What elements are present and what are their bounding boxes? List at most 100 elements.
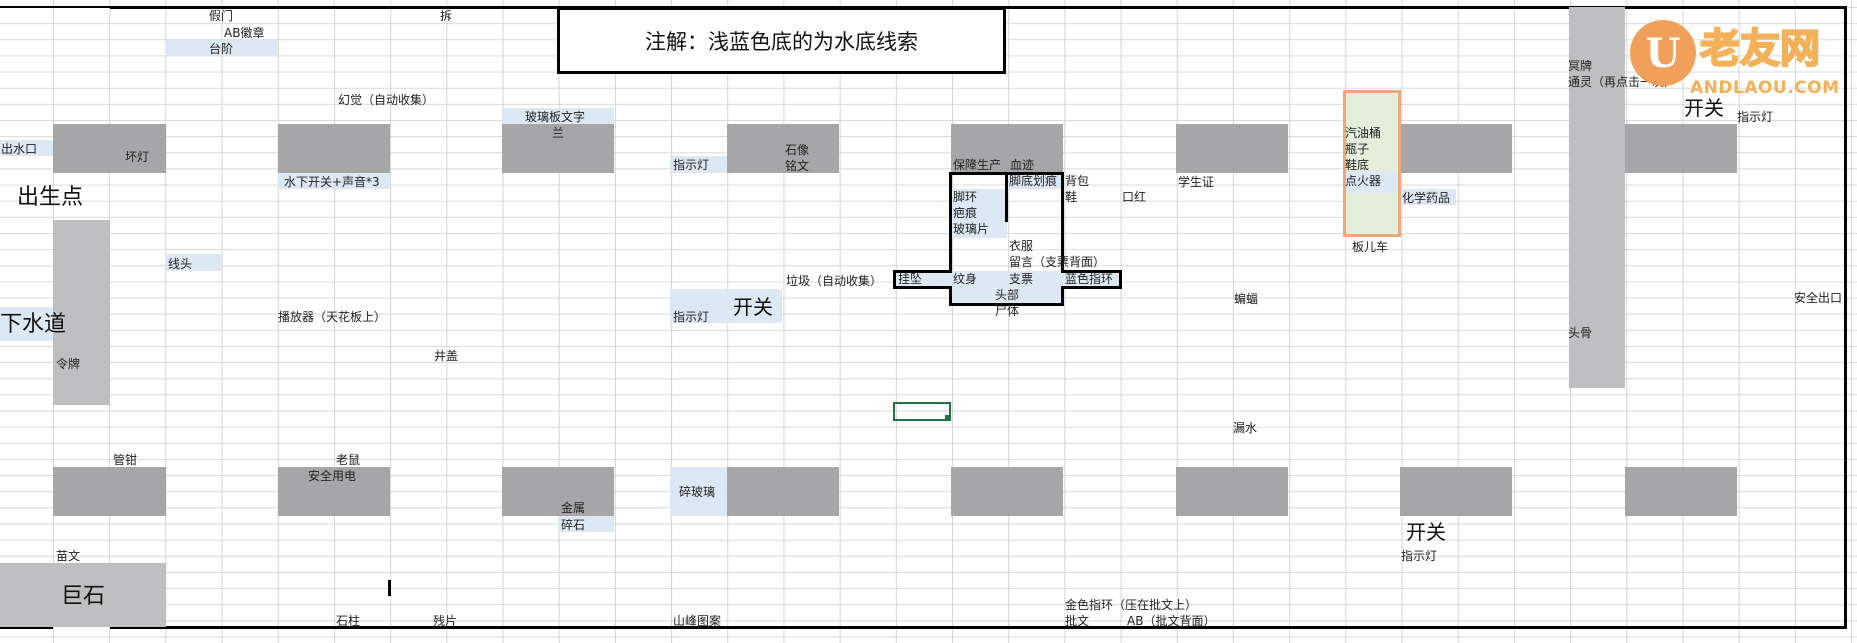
label-bottle: 瓶子	[1345, 142, 1370, 156]
wall-block	[278, 124, 390, 173]
label-tattoo: 纹身	[953, 272, 978, 286]
label-fake-door: 假门	[209, 9, 234, 23]
outline-segment	[893, 270, 952, 273]
label-approval-doc: 批文	[1065, 614, 1090, 628]
label-manhole-cover-1: 井盖	[434, 349, 459, 363]
outline-segment	[1005, 172, 1008, 222]
outline-segment	[949, 172, 952, 272]
label-corpse: 尸体	[995, 304, 1020, 318]
label-cart: 板儿车	[1352, 240, 1389, 254]
fill-handle[interactable]	[945, 415, 950, 420]
outline-segment	[893, 286, 952, 289]
label-sole-scratch: 脚底划痕	[1009, 174, 1058, 188]
label-shoe-sole: 鞋底	[1345, 158, 1370, 172]
label-blue-ring: 蓝色指环	[1065, 272, 1114, 286]
label-gas-can: 汽油桶	[1345, 126, 1382, 140]
label-water-outlet: 出水口	[1, 142, 38, 156]
label-bat: 蝙蝠	[1234, 292, 1259, 306]
note-text: 注解：浅蓝色底的为水底线索	[645, 29, 918, 54]
label-indicator-4: 指示灯	[1737, 110, 1774, 124]
wall-block	[727, 467, 839, 516]
label-fragment: 残片	[433, 614, 458, 628]
label-broken-glass: 碎玻璃	[679, 485, 716, 499]
outline-segment	[1061, 172, 1064, 272]
watermark-logo: U 老友网 ANDLAOU.COM	[1630, 20, 1840, 105]
label-metal: 金属	[561, 501, 586, 515]
blue-cell	[670, 156, 727, 173]
wall-block	[951, 124, 1063, 173]
outline-segment	[949, 303, 1064, 306]
label-underwater-switch: 水下开关+声音*3	[284, 175, 380, 189]
label-indicator-1: 指示灯	[673, 158, 710, 172]
label-safety-exit: 安全出口	[1794, 291, 1843, 305]
label-bloodstain: 血迹	[1010, 158, 1035, 172]
label-thread-end: 线头	[168, 257, 193, 271]
outline-segment	[1061, 270, 1122, 273]
label-illusion: 幻觉（自动收集）	[338, 93, 435, 107]
label-leak: 漏水	[1233, 421, 1258, 435]
outline-segment	[949, 286, 952, 306]
label-gravel: 碎石	[561, 518, 586, 532]
label-anklet: 脚环	[953, 190, 978, 204]
bottom-border-left	[0, 626, 53, 629]
blue-cell	[951, 287, 1063, 303]
label-mountain-pattern: 山峰图案	[673, 614, 722, 628]
blue-cell	[1400, 189, 1456, 205]
outline-segment	[893, 270, 896, 289]
wall-block	[727, 124, 839, 173]
label-glass-text: 玻璃板文字	[525, 110, 586, 124]
label-pendant: 挂坠	[898, 272, 923, 286]
wall-block	[502, 124, 614, 173]
label-broken-lamp: 坏灯	[125, 150, 150, 164]
label-gold-ring: 金色指环（压在批文上）	[1065, 598, 1198, 612]
blue-cell	[502, 108, 614, 124]
wall-block	[1400, 124, 1512, 173]
label-electrical-safety: 安全用电	[308, 469, 357, 483]
blue-cell	[166, 254, 222, 271]
blue-cell	[0, 140, 53, 156]
blue-cell	[1007, 173, 1063, 189]
label-miao-script: 苗文	[56, 549, 81, 563]
selected-cell[interactable]	[893, 402, 951, 421]
blue-cell	[895, 271, 1120, 287]
wall-vertical-right	[1569, 7, 1625, 388]
watermark-cn-text: 老友网	[1699, 25, 1821, 73]
label-head: 头部	[995, 288, 1020, 302]
label-boulder: 巨石	[61, 584, 106, 609]
label-rat: 老鼠	[336, 453, 361, 467]
label-garbage: 垃圾（自动收集）	[786, 274, 883, 288]
wall-block	[1176, 124, 1288, 173]
label-lighter: 点火器	[1345, 174, 1382, 188]
label-spawn-point: 出生点	[17, 185, 84, 210]
wall-block	[278, 467, 390, 516]
blue-cell	[558, 516, 614, 532]
wall-block	[1625, 467, 1737, 516]
label-pipe-wrench: 管钳	[113, 453, 138, 467]
boulder-block	[0, 563, 166, 627]
label-glass-shard: 玻璃片	[953, 222, 990, 236]
blue-cell	[0, 307, 53, 341]
label-lipstick: 口红	[1122, 190, 1147, 204]
wall-block	[951, 467, 1063, 516]
label-switch-2: 开关	[1406, 520, 1446, 544]
wall-block	[502, 467, 614, 516]
label-clothes: 衣服	[1009, 239, 1034, 253]
outline-segment	[1119, 270, 1122, 289]
label-switch-3: 开关	[1684, 96, 1724, 120]
wall-block	[1400, 467, 1512, 516]
label-ab-badge: AB徽章	[224, 26, 265, 40]
label-skull: 头骨	[1568, 326, 1593, 340]
label-safety-production: 保障生产	[953, 158, 1002, 172]
label-steps: 台阶	[209, 42, 234, 56]
blue-cell	[278, 173, 390, 189]
blue-cell	[670, 467, 727, 516]
label-message: 留言（支票背面）	[1009, 255, 1106, 269]
label-indicator-3: 指示灯	[1401, 549, 1438, 563]
right-border	[1844, 6, 1847, 629]
highlighted-cell-range	[1343, 90, 1401, 237]
wall-vertical-left	[53, 220, 110, 405]
blue-cell	[670, 289, 782, 323]
text-cursor	[388, 580, 391, 596]
label-player-ceiling: 播放器（天花板上）	[278, 310, 387, 324]
